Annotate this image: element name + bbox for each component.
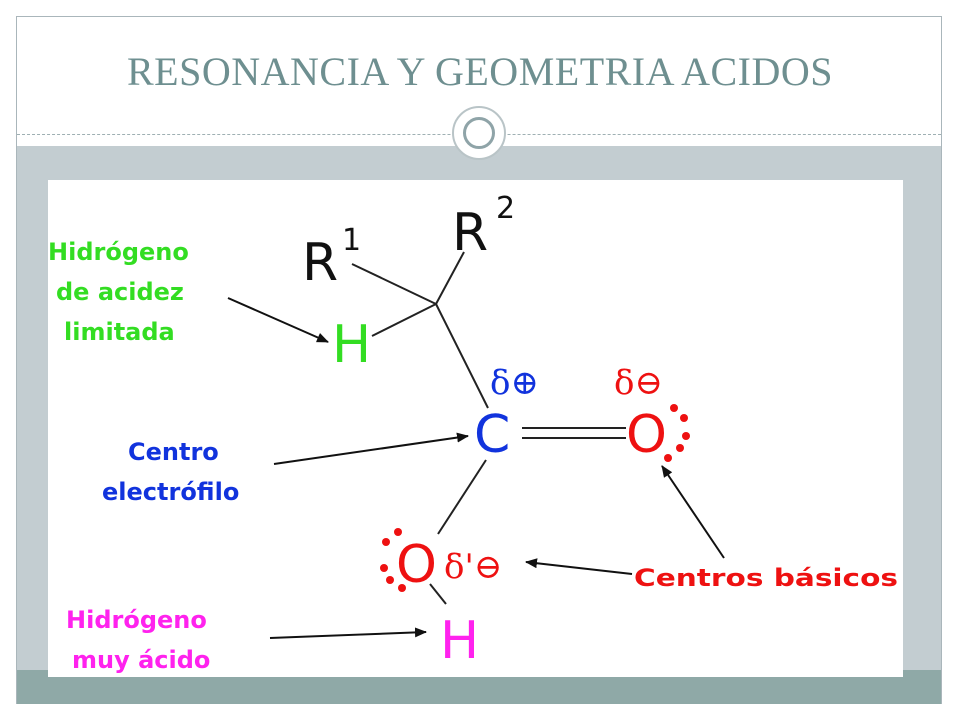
arrow-to-h-alpha [227, 297, 329, 343]
label-alpha-hydrogen-line3: limitada [64, 318, 175, 346]
atom-oxygen-carbonyl: O [626, 405, 667, 465]
arrow-to-h-acid [269, 627, 427, 639]
molecule-diagram: R 1 R 2 H C O O H δ⊕ δ⊖ δ'⊖ [48, 180, 903, 677]
bond-oxygen-h-acid [429, 583, 447, 605]
bond-h-center [371, 303, 437, 337]
slide-title: RESONANCIA Y GEOMETRIA ACIDOS [126, 49, 834, 94]
molecule-svg: R 1 R 2 H C O O H δ⊕ δ⊖ δ'⊖ [48, 191, 898, 674]
label-alpha-hydrogen-line2: de acidez [56, 278, 184, 306]
arrow-to-oxygen-carbonyl [661, 465, 725, 559]
charge-carbon: δ⊕ [490, 363, 539, 403]
circle-ornament-icon [452, 106, 506, 160]
atom-h-alpha: H [332, 315, 371, 375]
atom-h-acid: H [440, 611, 479, 671]
arrow-to-oxygen-hydroxyl [525, 558, 633, 575]
atom-r2: R [452, 203, 488, 263]
atom-r1-superscript: 1 [342, 223, 361, 258]
bond-r2-center [435, 251, 465, 305]
atom-r2-superscript: 2 [496, 191, 515, 226]
atom-r1: R [302, 233, 338, 293]
label-electrophile-line1: Centro [128, 438, 219, 466]
atom-carbon: C [474, 405, 510, 465]
label-acid-hydrogen-line2: muy ácido [72, 646, 210, 674]
bond-carbon-oxygen-hydroxyl [437, 459, 487, 535]
lone-pairs-oxygen-carbonyl [664, 404, 690, 462]
charge-oxygen-carbonyl: δ⊖ [614, 363, 663, 403]
label-acid-hydrogen-line1: Hidrógeno [66, 606, 207, 634]
bond-center-carbon [435, 303, 489, 409]
charge-oxygen-hydroxyl: δ'⊖ [444, 547, 502, 587]
bond-r1-center [351, 263, 437, 305]
arrow-to-carbon [273, 432, 469, 465]
label-electrophile-line2: electrófilo [102, 478, 239, 506]
label-alpha-hydrogen-line1: Hidrógeno [48, 238, 189, 266]
lone-pairs-oxygen-hydroxyl [380, 528, 406, 592]
label-basic-centers: Centros básicos [634, 564, 898, 592]
